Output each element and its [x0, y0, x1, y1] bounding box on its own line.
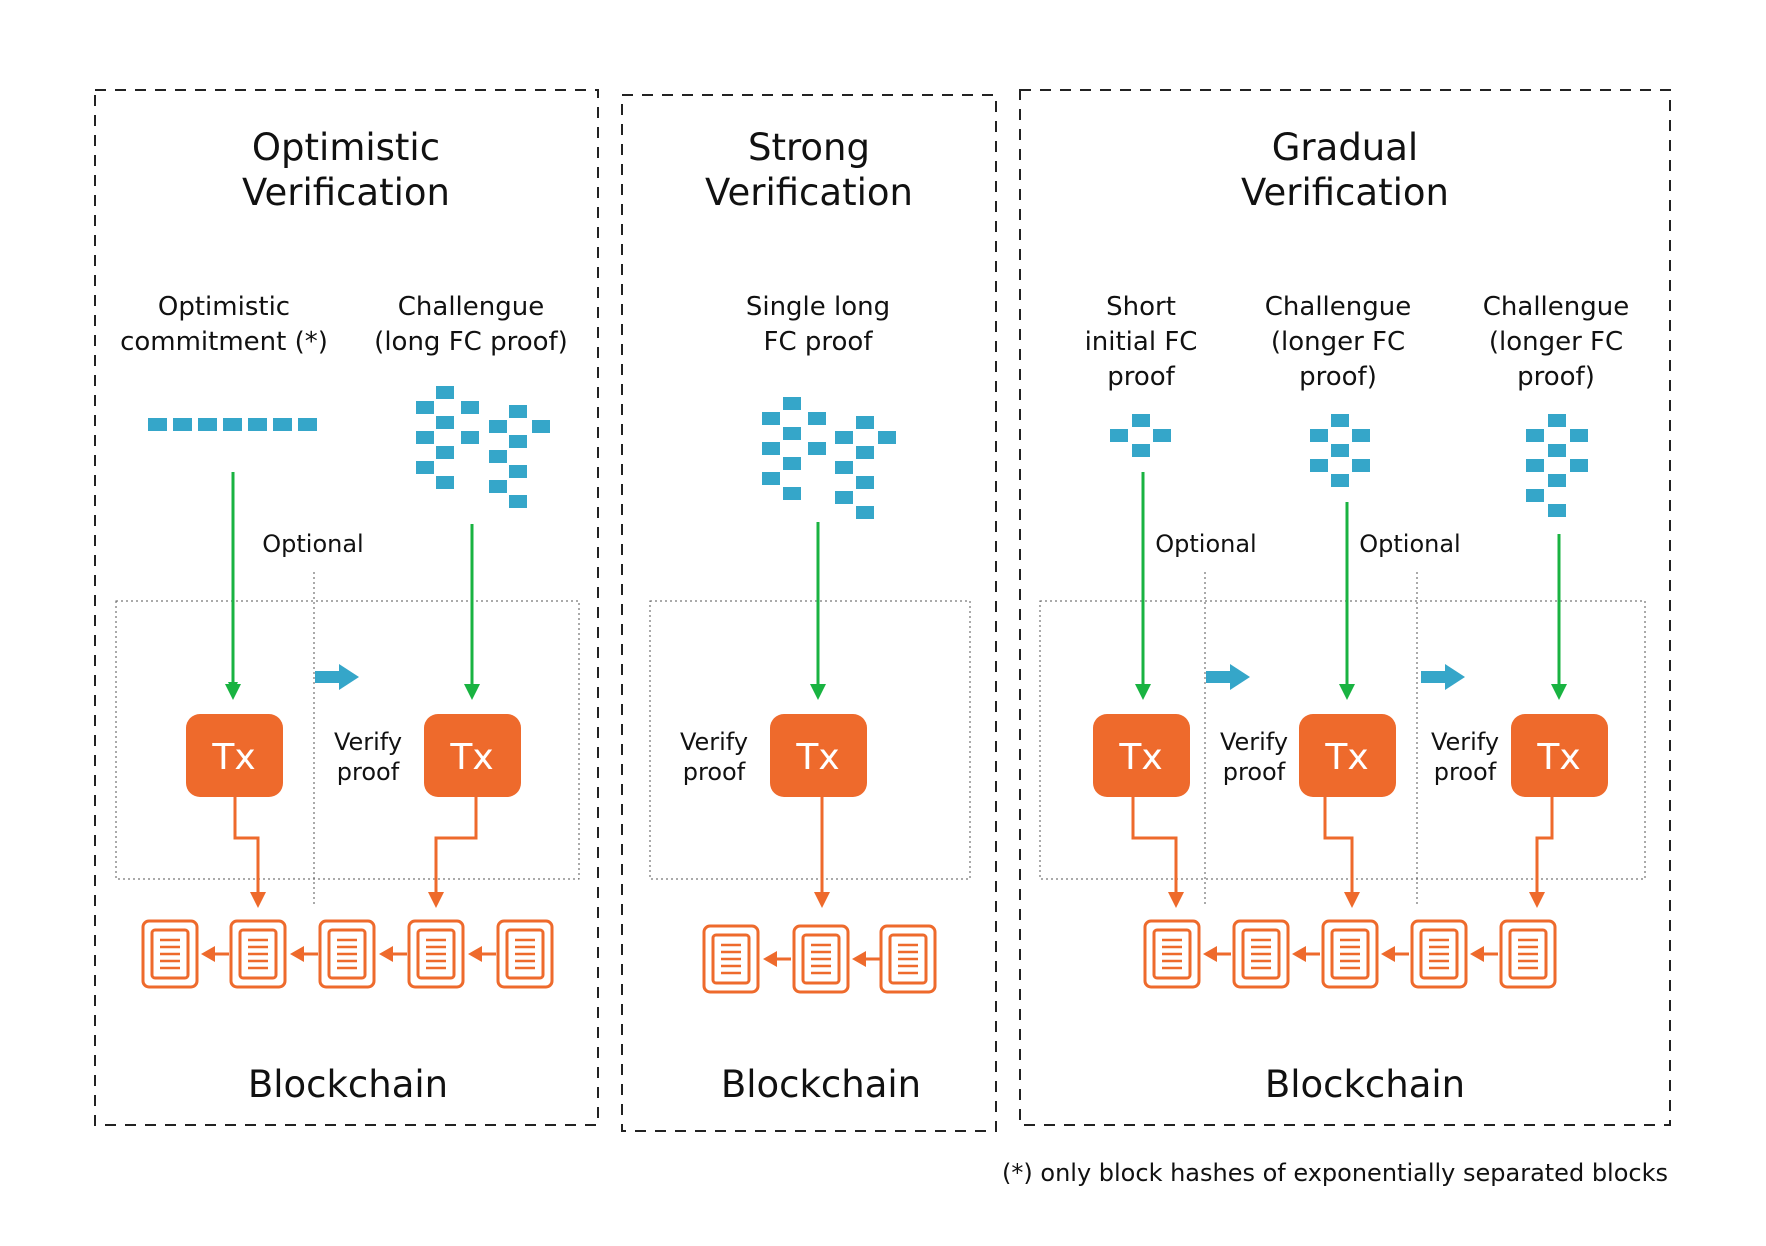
block-icon	[229, 919, 287, 989]
verify-label-line2: proof	[683, 758, 746, 786]
source-label-line3: proof)	[1299, 362, 1377, 392]
block-icon	[1143, 919, 1201, 989]
source-label-line1: Single long	[746, 292, 890, 322]
next-step-arrow-icon	[315, 664, 359, 690]
proof-blocks-icon	[1310, 414, 1370, 487]
block-icon	[318, 919, 376, 989]
block-icon	[792, 924, 850, 994]
source-label-line2: (long FC proof)	[374, 327, 568, 357]
panel-title-line1: Optimistic	[252, 126, 440, 169]
source-label-line2: commitment (*)	[120, 327, 328, 357]
panel-title-line2: Verification	[705, 171, 913, 214]
proof-blocks-icon	[1526, 414, 1588, 517]
dotted-region	[1039, 600, 1646, 880]
tx-label: Tx	[1118, 737, 1162, 778]
panel-border	[94, 89, 599, 1126]
tx-box	[1093, 714, 1190, 797]
tx-box	[424, 714, 521, 797]
next-step-arrow-icon	[1206, 664, 1250, 690]
source-label-line2: (longer FC	[1271, 327, 1405, 357]
dashed-line-icon	[148, 418, 317, 431]
tx-label: Tx	[795, 737, 839, 778]
panel-title-line2: Verification	[1241, 171, 1449, 214]
verify-label-line1: Verify	[1431, 728, 1499, 756]
block-icon	[702, 924, 760, 994]
source-label-line1: Short	[1106, 292, 1176, 322]
dotted-region	[649, 600, 971, 880]
optional-label: Optional	[1155, 530, 1256, 558]
source-label-line2: FC proof	[764, 327, 874, 357]
blockchain-label: Blockchain	[1265, 1063, 1465, 1106]
tx-box	[1511, 714, 1608, 797]
block-icon	[407, 919, 465, 989]
blockchain-label: Blockchain	[721, 1063, 921, 1106]
source-label-line1: Challengue	[1265, 292, 1411, 322]
block-icon	[879, 924, 937, 994]
source-label-line1: Challengue	[398, 292, 544, 322]
optional-label: Optional	[1359, 530, 1460, 558]
verify-label-line2: proof	[1434, 758, 1497, 786]
tx-box	[186, 714, 283, 797]
tx-label: Tx	[1324, 737, 1368, 778]
source-label-line3: proof)	[1517, 362, 1595, 392]
panel-gradual: Gradual Verification Short initial FC pr…	[1019, 89, 1671, 1126]
tx-label: Tx	[449, 737, 493, 778]
tx-box	[770, 714, 867, 797]
next-step-arrow-icon	[1421, 664, 1465, 690]
proof-blocks-icon	[762, 397, 896, 519]
panel-border	[1019, 89, 1671, 1126]
source-label-line2: (longer FC	[1489, 327, 1623, 357]
verify-label-line1: Verify	[680, 728, 748, 756]
source-label-line1: Optimistic	[158, 292, 290, 322]
verify-label-line2: proof	[1223, 758, 1286, 786]
tx-box	[1299, 714, 1396, 797]
block-icon	[1499, 919, 1557, 989]
tx-label: Tx	[211, 737, 255, 778]
source-label-line2: initial FC	[1085, 327, 1198, 357]
panel-border	[621, 94, 997, 1132]
block-icon	[496, 919, 554, 989]
verify-label-line1: Verify	[334, 728, 402, 756]
optional-label: Optional	[262, 530, 363, 558]
panel-title-line2: Verification	[242, 171, 450, 214]
blockchain-label: Blockchain	[248, 1063, 448, 1106]
panel-strong: Strong Verification Single long FC proof…	[621, 94, 997, 1132]
block-icon	[1232, 919, 1290, 989]
dotted-region	[115, 600, 580, 880]
verify-label-line2: proof	[337, 758, 400, 786]
tx-label: Tx	[1536, 737, 1580, 778]
block-icon	[1321, 919, 1379, 989]
source-label-line3: proof	[1107, 362, 1175, 392]
footnote: (*) only block hashes of exponentially s…	[1002, 1159, 1668, 1187]
block-icon	[141, 919, 199, 989]
panel-optimistic: Optimistic Verification Optimistic commi…	[94, 89, 599, 1126]
block-icon	[1410, 919, 1468, 989]
panel-title-line1: Gradual	[1272, 126, 1418, 169]
source-label-line1: Challengue	[1483, 292, 1629, 322]
panel-title-line1: Strong	[748, 126, 870, 169]
verify-label-line1: Verify	[1220, 728, 1288, 756]
proof-blocks-icon	[416, 386, 550, 508]
proof-blocks-icon	[1110, 414, 1171, 457]
